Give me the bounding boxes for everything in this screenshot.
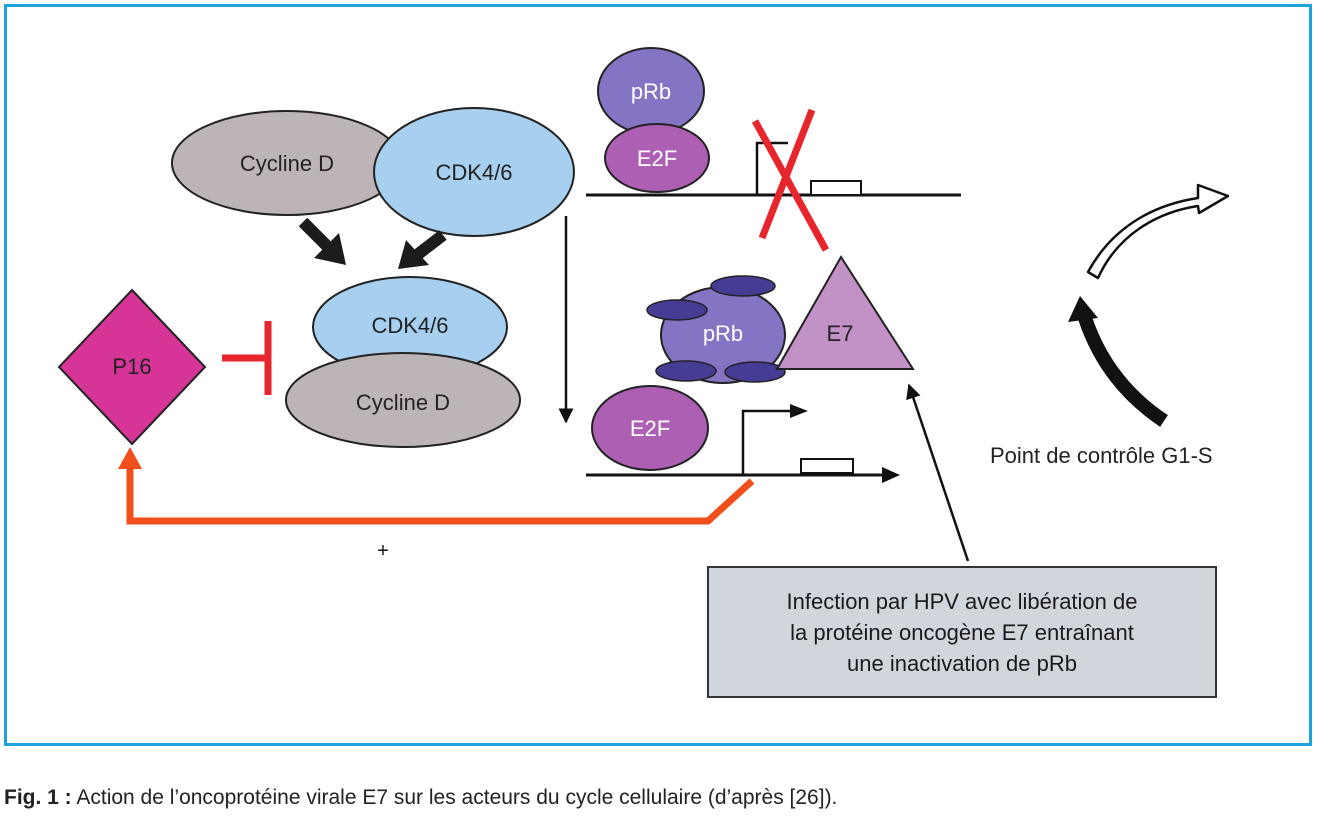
promoter-bottom-arrow (741, 404, 808, 475)
checkpoint-label: Point de contrôle G1-S (990, 443, 1213, 468)
blocked-transcription-cross (751, 108, 830, 252)
p16-label: P16 (112, 354, 151, 379)
cycline-d-complex-node: Cycline D (285, 352, 521, 448)
prb-bottom-label: pRb (703, 321, 743, 346)
caption-label: Fig. 1 : (4, 786, 72, 809)
e7-node: E7 (775, 255, 915, 370)
arrow-hpv-to-e7 (906, 383, 970, 562)
figure-caption: Fig. 1 : Action de l’oncoprotéine virale… (4, 786, 837, 810)
info-line-2: la protéine oncogène E7 entraînant (790, 619, 1134, 645)
cycline-d-complex-label: Cycline D (356, 390, 450, 415)
plus-sign: + (377, 540, 389, 562)
e2f-bottom-label: E2F (630, 416, 670, 441)
cdk46-top-label: CDK4/6 (435, 160, 512, 185)
prb-top-node: pRb (597, 47, 705, 135)
info-line-1: Infection par HPV avec libération de (786, 588, 1138, 614)
e2f-bottom-node: E2F (591, 385, 709, 471)
info-line-3: une inactivation de pRb (847, 650, 1077, 676)
hpv-info-text: Infection par HPV avec libération de la … (787, 586, 1138, 679)
gene-box-bottom (800, 458, 854, 474)
cdk46-complex-node: CDK4/6 (312, 276, 508, 378)
cdk46-top-node: CDK4/6 (373, 107, 575, 237)
caption-text: Action de l’oncoprotéine virale E7 sur l… (71, 786, 838, 809)
p16-inhibition-bar (222, 321, 272, 395)
cycline-d-top-label: Cycline D (240, 151, 334, 176)
prb-bottom-node: pRb (646, 275, 786, 384)
cycline-d-top-node: Cycline D (171, 110, 403, 216)
e2f-top-node: E2F (604, 123, 710, 193)
prb-top-label: pRb (631, 79, 671, 104)
checkpoint-cycle-arrows (1068, 183, 1230, 427)
hpv-info-box: Infection par HPV avec libération de la … (707, 566, 1217, 698)
gene-box-top (810, 180, 862, 196)
arrow-cdk-to-complex (398, 230, 447, 269)
feedback-arrow-to-p16 (118, 447, 755, 525)
e2f-top-label: E2F (637, 146, 677, 171)
p16-node: P16 (57, 288, 207, 446)
dna-line-bottom (586, 467, 900, 483)
promoter-top (755, 141, 788, 195)
e7-label: E7 (827, 321, 854, 346)
cdk46-complex-label: CDK4/6 (371, 313, 448, 338)
arrow-cycline-to-complex (298, 217, 346, 265)
figure-frame (4, 4, 1312, 746)
